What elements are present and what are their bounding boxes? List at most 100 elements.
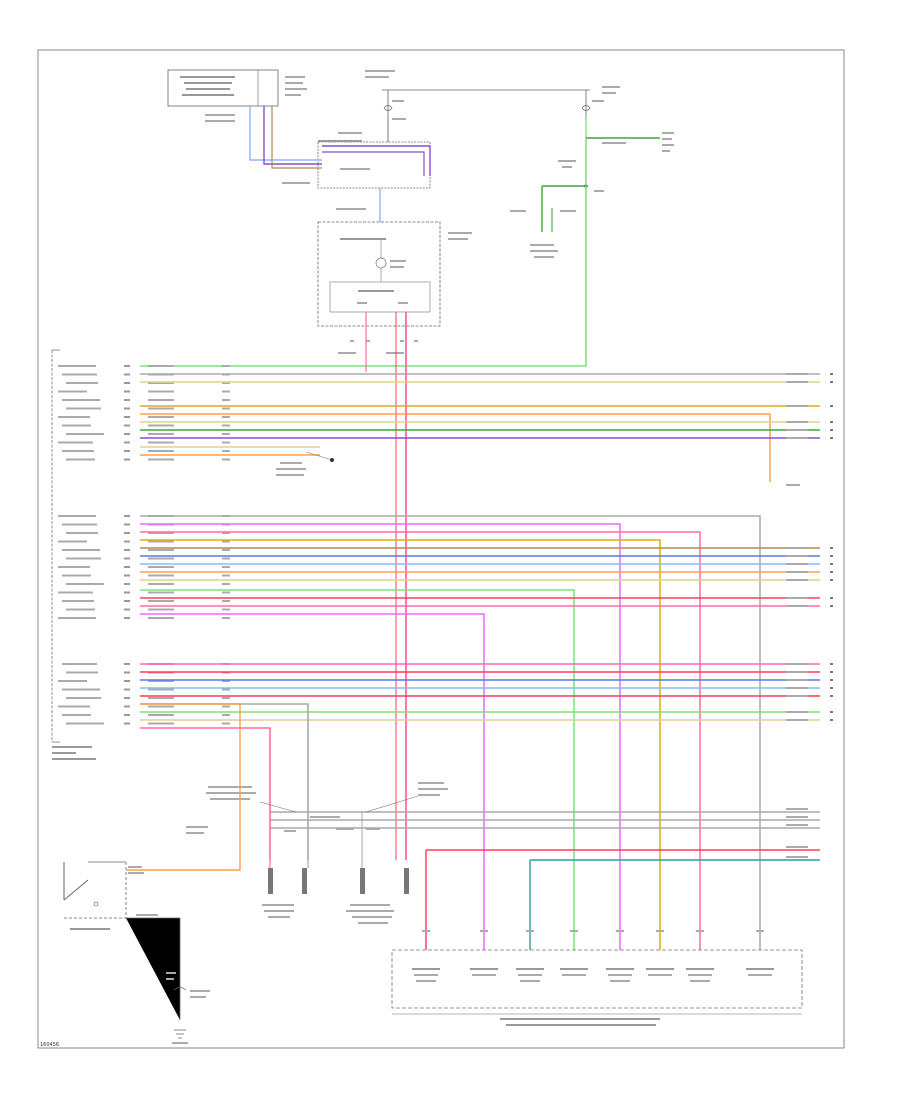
lower-splices [186, 782, 448, 834]
pin-label-bar [66, 407, 101, 410]
solenoid-name-bar [516, 968, 544, 970]
right-label-bar [786, 856, 808, 858]
right-label-bar [786, 555, 808, 557]
harness-wire [140, 413, 771, 482]
right-label-bar [786, 824, 808, 826]
right-pin-tick [830, 405, 833, 407]
pin-label-bar [62, 399, 100, 401]
wire-color-bar [148, 680, 174, 682]
right-pin-tick [830, 373, 833, 375]
circuit-number-bar [222, 450, 230, 452]
wire-color-bar [148, 365, 174, 367]
footer-code: 160456 [40, 1042, 59, 1048]
circuit-number-bar [222, 424, 230, 427]
harness-wire [140, 589, 575, 950]
circuit-number-bar [222, 697, 230, 699]
pin-number-bar [124, 549, 130, 551]
wire-color-bar [148, 382, 174, 384]
pin-number-bar [124, 680, 130, 682]
solenoid-name-bar [414, 974, 438, 976]
pin-number-bar [124, 583, 130, 585]
right-label-bar [786, 579, 808, 581]
circuit-number-bar [222, 574, 230, 577]
pin-number-bar [124, 705, 130, 708]
right-label-bar [786, 597, 808, 599]
harness-wire [140, 613, 485, 950]
wire-color-bar [148, 574, 174, 577]
solenoid-columns [412, 930, 774, 982]
brake-switch-wire [126, 703, 241, 871]
pin-number-bar [124, 523, 130, 526]
pin-number-bar [124, 441, 130, 444]
right-pin-tick [830, 711, 833, 713]
right-label-bar [786, 405, 808, 407]
circuit-number-bar [222, 583, 230, 585]
pin-label-bar [62, 424, 91, 427]
circuit-number-bar [222, 600, 230, 602]
right-pin-tick [830, 695, 833, 697]
pin-label-bar [58, 441, 93, 444]
right-pin-tick [830, 579, 833, 581]
cluster-internals [338, 232, 472, 354]
circuit-number-bar [222, 722, 230, 725]
circuit-number-bar [222, 680, 230, 682]
wire-color-bar [148, 407, 174, 410]
circuit-number-bar [222, 566, 230, 568]
pin-label-bar [62, 549, 100, 551]
right-pin-tick [830, 571, 833, 573]
pin-number-bar [124, 617, 130, 619]
wire-color-bar [148, 608, 174, 611]
right-pin-tick [830, 671, 833, 673]
wire-color-bar [148, 441, 174, 444]
wire-color-bar [148, 458, 174, 461]
pin-label-bar [58, 617, 96, 619]
pin-label-bar [66, 458, 95, 461]
wire-color-bar [148, 600, 174, 602]
right-pin-tick [830, 547, 833, 549]
right-label-bar [786, 679, 808, 681]
wire-color-bar [148, 424, 174, 427]
assembly-caption [500, 1018, 660, 1026]
harness-wires [140, 373, 820, 950]
pin-number-bar [124, 671, 130, 674]
pin-number-bar [124, 600, 130, 602]
right-pin-tick [830, 563, 833, 565]
solenoid-pin-label [526, 930, 534, 932]
pin-number-bar [124, 382, 130, 384]
pin-label-bar [62, 688, 100, 691]
pin-label-bar [58, 365, 96, 367]
circuit-number-bar [222, 399, 230, 401]
cluster-lamp-box [329, 281, 431, 313]
solenoid-name-bar [518, 974, 542, 976]
solenoid-pin-label [616, 930, 624, 932]
solenoid-name-bar [412, 968, 440, 970]
pin-number-bar [124, 540, 130, 543]
pin-label-bar [66, 433, 104, 435]
pin-label-bar [62, 523, 97, 526]
pin-number-bar [124, 458, 130, 461]
power-distribution-bus [365, 70, 620, 120]
circuit-number-bar [222, 458, 230, 461]
fuse-box-text-block [180, 76, 307, 122]
wire-color-bar [148, 540, 174, 543]
right-label-bar [786, 547, 808, 549]
circuit-number-bar [222, 591, 230, 594]
pin-number-bar [124, 399, 130, 401]
wire-color-bar [148, 416, 174, 418]
wire-color-bar [148, 450, 174, 452]
right-label-bar [786, 663, 808, 665]
solenoid-name-bar [686, 968, 714, 970]
pin-number-bar [124, 591, 130, 594]
pin-number-bar [124, 722, 130, 725]
pin-number-bar [124, 390, 130, 393]
right-label-bar [786, 373, 808, 375]
top-wires [140, 106, 587, 860]
right-label-bar [786, 671, 808, 673]
solenoid-name-bar [520, 980, 540, 982]
right-label-bar [786, 687, 808, 689]
solenoid-name-bar [646, 968, 674, 970]
harness-wire [140, 523, 621, 950]
park-neutral-switch-area [510, 118, 674, 258]
pin-label-bar [58, 540, 87, 543]
